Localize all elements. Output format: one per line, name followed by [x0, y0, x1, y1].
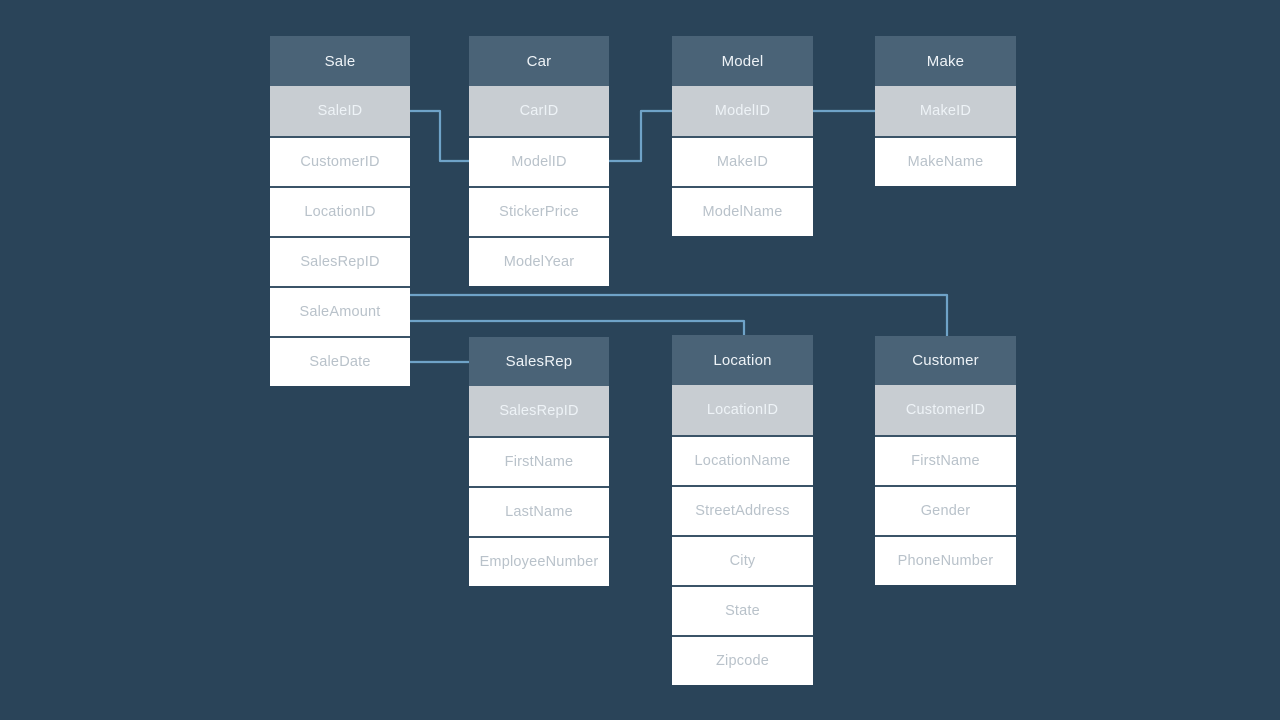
relationship-connector-sale-customer	[408, 293, 949, 338]
primary-key-field-model-modelid[interactable]: ModelID	[672, 86, 813, 136]
primary-key-field-car-carid[interactable]: CarID	[469, 86, 609, 136]
primary-key-field-sale-saleid[interactable]: SaleID	[270, 86, 410, 136]
field-car-modelid[interactable]: ModelID	[469, 136, 609, 186]
relationship-connector-sale-location	[408, 319, 746, 337]
entity-header-car: Car	[469, 36, 609, 86]
field-sale-saledate[interactable]: SaleDate	[270, 336, 410, 386]
field-location-zipcode[interactable]: Zipcode	[672, 635, 813, 685]
field-location-state[interactable]: State	[672, 585, 813, 635]
field-customer-gender[interactable]: Gender	[875, 485, 1016, 535]
field-location-streetaddress[interactable]: StreetAddress	[672, 485, 813, 535]
field-customer-firstname[interactable]: FirstName	[875, 435, 1016, 485]
field-location-locationname[interactable]: LocationName	[672, 435, 813, 485]
field-sale-salesrepid[interactable]: SalesRepID	[270, 236, 410, 286]
entity-header-sale: Sale	[270, 36, 410, 86]
entity-header-customer: Customer	[875, 336, 1016, 385]
relationship-connector-sale-car	[408, 109, 471, 163]
entity-header-model: Model	[672, 36, 813, 86]
primary-key-field-location-locationid[interactable]: LocationID	[672, 385, 813, 435]
field-model-modelname[interactable]: ModelName	[672, 186, 813, 236]
field-sale-locationid[interactable]: LocationID	[270, 186, 410, 236]
primary-key-field-salesrep-salesrepid[interactable]: SalesRepID	[469, 386, 609, 436]
field-location-city[interactable]: City	[672, 535, 813, 585]
entity-header-salesrep: SalesRep	[469, 337, 609, 386]
field-customer-phonenumber[interactable]: PhoneNumber	[875, 535, 1016, 585]
field-model-makeid[interactable]: MakeID	[672, 136, 813, 186]
entity-header-location: Location	[672, 335, 813, 385]
field-salesrep-firstname[interactable]: FirstName	[469, 436, 609, 486]
field-salesrep-lastname[interactable]: LastName	[469, 486, 609, 536]
field-salesrep-employeenumber[interactable]: EmployeeNumber	[469, 536, 609, 586]
entity-header-make: Make	[875, 36, 1016, 86]
relationship-connector-car-model	[607, 109, 674, 163]
primary-key-field-customer-customerid[interactable]: CustomerID	[875, 385, 1016, 435]
field-car-modelyear[interactable]: ModelYear	[469, 236, 609, 286]
primary-key-field-make-makeid[interactable]: MakeID	[875, 86, 1016, 136]
field-car-stickerprice[interactable]: StickerPrice	[469, 186, 609, 236]
field-sale-saleamount[interactable]: SaleAmount	[270, 286, 410, 336]
field-sale-customerid[interactable]: CustomerID	[270, 136, 410, 186]
field-make-makename[interactable]: MakeName	[875, 136, 1016, 186]
